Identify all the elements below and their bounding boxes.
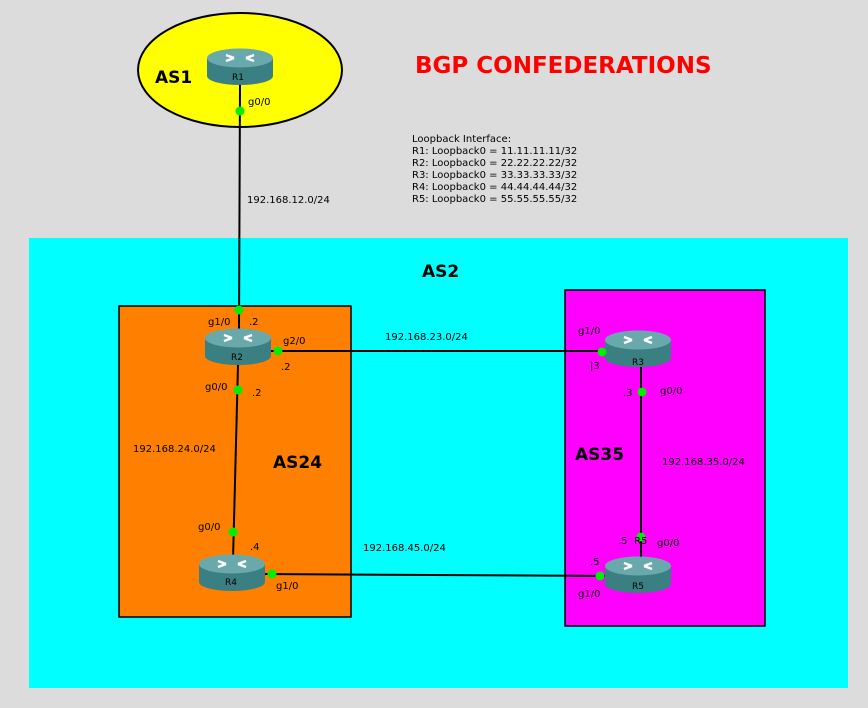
if-label: g1/0	[208, 317, 230, 328]
if-label: g2/0	[283, 336, 305, 347]
loopback-line: R1: Loopback0 = 11.11.11.11/32	[412, 146, 577, 157]
if-label: .2	[281, 362, 291, 373]
link-r1-r2[interactable]	[238, 84, 241, 331]
network-r2-r4: 192.168.24.0/24	[133, 444, 216, 455]
link-r2-r4[interactable]	[232, 364, 239, 561]
if-label: .2	[252, 388, 262, 399]
as2-label: AS2	[422, 262, 459, 282]
interface-dots	[228, 106, 647, 581]
if-label: .5	[590, 557, 600, 568]
if-label: .5	[618, 536, 628, 547]
interface-dot	[273, 346, 283, 356]
if-label: g0/0	[248, 97, 270, 108]
router-label-r1: R1	[232, 73, 244, 83]
interface-dot	[597, 347, 607, 357]
router-label-r3: R3	[632, 358, 644, 368]
router-label-r2: R2	[231, 353, 243, 363]
if-label: .2	[249, 317, 259, 328]
network-r3-r5: 192.168.35.0/24	[662, 457, 745, 468]
interface-dot	[228, 527, 238, 537]
as35-label: AS35	[575, 445, 624, 465]
if-label: g0/0	[660, 386, 682, 397]
as1-label: AS1	[155, 68, 192, 88]
if-label: R5	[634, 536, 647, 547]
loopback-heading: Loopback Interface:	[412, 134, 511, 145]
loopback-line: R5: Loopback0 = 55.55.55.55/32	[412, 194, 577, 205]
if-label: |3	[590, 361, 600, 372]
as24-label: AS24	[273, 453, 322, 473]
interface-dot	[595, 571, 605, 581]
router-label-r5: R5	[632, 582, 644, 592]
loopback-line: R3: Loopback0 = 33.33.33.33/32	[412, 170, 577, 181]
if-label: .3	[623, 388, 633, 399]
link-r4-r5[interactable]	[259, 573, 611, 577]
interface-dot	[233, 385, 243, 395]
if-label: .4	[250, 542, 260, 553]
interface-dot	[235, 106, 245, 116]
interface-dot	[234, 305, 244, 315]
network-r1-r2: 192.168.12.0/24	[247, 195, 330, 206]
links	[232, 84, 642, 577]
interface-dot	[636, 532, 646, 542]
page-title: BGP CONFEDERATIONS	[415, 53, 712, 79]
if-label: g1/0	[578, 589, 600, 600]
router-label-r4: R4	[225, 578, 237, 588]
network-r4-r5: 192.168.45.0/24	[363, 543, 446, 554]
interface-dot	[637, 387, 647, 397]
if-label: g1/0	[578, 326, 600, 337]
loopback-line: R4: Loopback0 = 44.44.44.44/32	[412, 182, 577, 193]
if-label: g1/0	[276, 581, 298, 592]
network-r2-r3: 192.168.23.0/24	[385, 332, 468, 343]
if-label: g0/0	[657, 538, 679, 549]
loopback-line: R2: Loopback0 = 22.22.22.22/32	[412, 158, 577, 169]
if-label: g0/0	[205, 382, 227, 393]
if-label: g0/0	[198, 522, 220, 533]
interface-dot	[267, 569, 277, 579]
